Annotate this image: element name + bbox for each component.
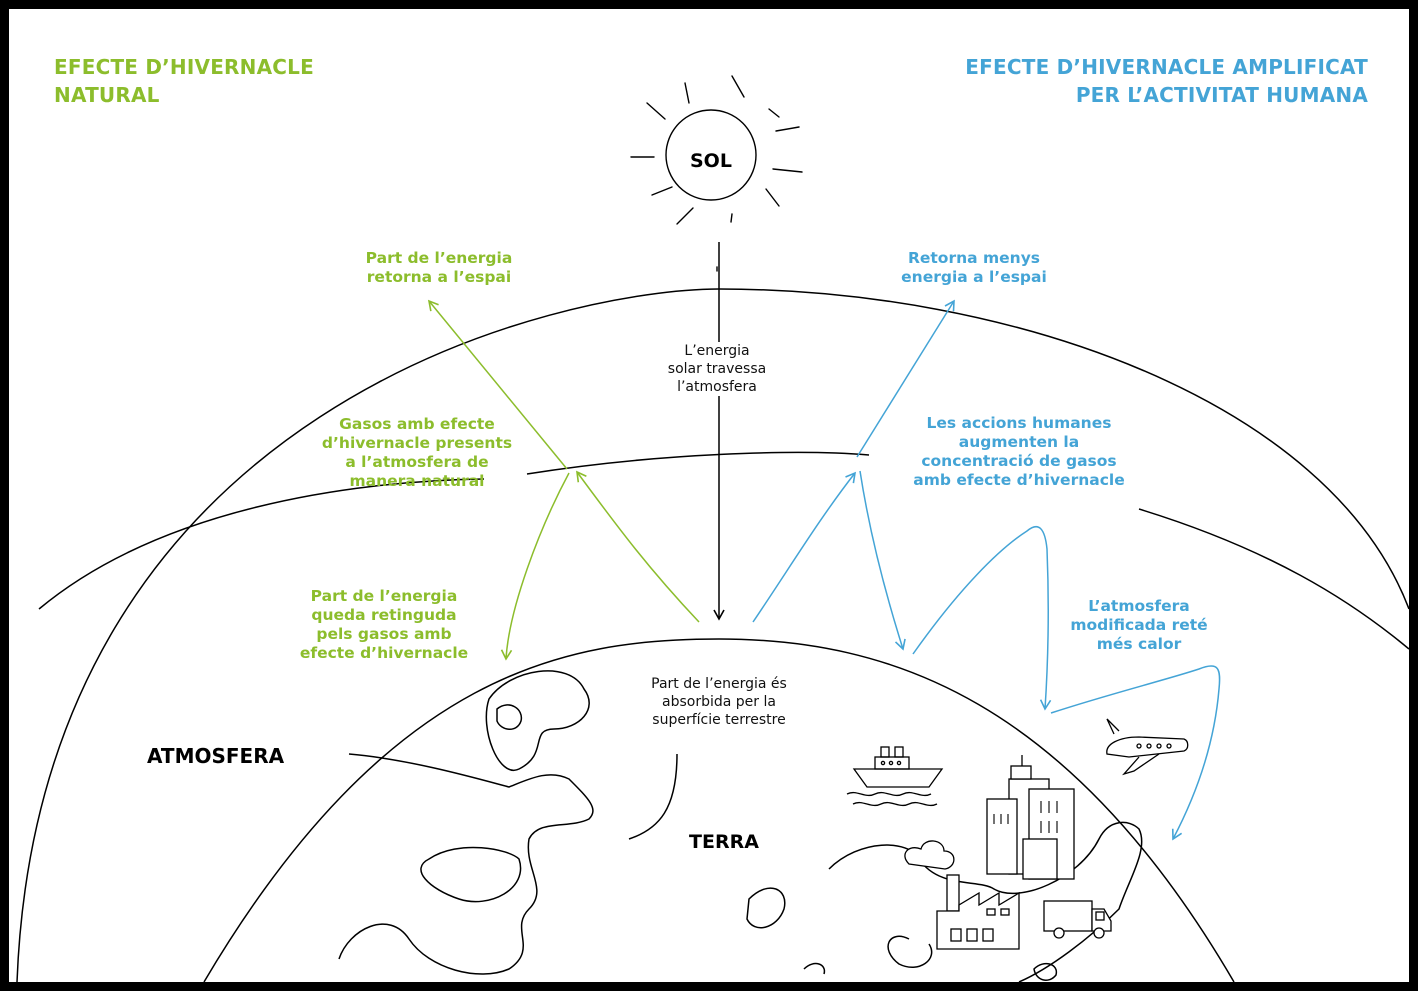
label-earth: TERRA bbox=[689, 831, 759, 853]
label-natural-gases: Gasos amb efecte d’hivernacle presents a… bbox=[297, 415, 537, 491]
blue-arrow-bounce-2 bbox=[1050, 665, 1221, 841]
title-amplified-line2: PER L’ACTIVITAT HUMANA bbox=[1075, 83, 1368, 107]
atmosphere-outer-arc bbox=[16, 288, 1409, 982]
green-arrow-to-space bbox=[427, 299, 568, 470]
island-left-lower bbox=[746, 887, 786, 929]
green-arrow-back-down bbox=[500, 472, 570, 661]
title-natural-line1: EFECTE D’HIVERNACLE bbox=[54, 55, 314, 79]
label-absorbed-line3: superfície terrestre bbox=[652, 712, 786, 728]
label-solar-line2: solar travessa bbox=[667, 361, 767, 377]
continent-peninsula bbox=[485, 670, 590, 772]
title-natural: EFECTE D’HIVERNACLE NATURAL bbox=[54, 53, 314, 109]
label-solar-energy: L’energia solar travessa l’atmosfera bbox=[657, 342, 777, 396]
label-modified-line1: L’atmosfera bbox=[1088, 597, 1190, 615]
green-arrow-up bbox=[576, 470, 700, 623]
label-retained-line3: pels gasos amb bbox=[316, 625, 452, 643]
label-gases-line4: manera natural bbox=[349, 472, 485, 490]
label-returns-to-space: Part de l’energia retorna a l’espai bbox=[339, 249, 539, 287]
label-human-line1: Les accions humanes bbox=[926, 414, 1112, 432]
label-human-line3: concentració de gasos bbox=[921, 452, 1117, 470]
label-gases-line3: a l’atmosfera de bbox=[345, 453, 489, 471]
island-bottom bbox=[1033, 962, 1058, 981]
airplane-icon bbox=[1106, 718, 1189, 776]
connector-line bbox=[628, 753, 678, 840]
label-retained-line1: Part de l’energia bbox=[310, 587, 458, 605]
label-returns-line1: Part de l’energia bbox=[365, 249, 513, 267]
truck-icon bbox=[1043, 900, 1112, 939]
label-less-line2: energia a l’espai bbox=[901, 268, 1047, 286]
buildings-icon bbox=[986, 755, 1075, 880]
gas-layer-left bbox=[38, 478, 485, 610]
gas-layer-center bbox=[526, 451, 870, 475]
blue-arrow-to-space bbox=[856, 299, 955, 458]
label-human-actions: Les accions humanes augmenten la concent… bbox=[894, 414, 1144, 490]
label-atmosphere: ATMOSFERA bbox=[147, 744, 285, 768]
label-retained-line4: efecte d’hivernacle bbox=[299, 644, 469, 662]
factory-icon bbox=[904, 840, 1020, 950]
label-gases-line1: Gasos amb efecte bbox=[339, 415, 495, 433]
island-mid-small bbox=[803, 962, 826, 975]
blue-arrow-bounce-1 bbox=[912, 526, 1052, 711]
label-returns-line2: retorna a l’espai bbox=[366, 268, 512, 286]
island-small bbox=[496, 704, 523, 730]
label-absorbed-line2: absorbida per la bbox=[662, 694, 776, 710]
label-retained-line2: queda retinguda bbox=[311, 606, 457, 624]
label-absorbed-line1: Part de l’energia és bbox=[651, 676, 787, 692]
label-less-energy: Retorna menys energia a l’espai bbox=[884, 249, 1064, 287]
label-solar-line1: L’energia bbox=[684, 343, 750, 359]
sun-icon bbox=[630, 75, 803, 272]
title-natural-line2: NATURAL bbox=[54, 83, 160, 107]
label-retained-energy: Part de l’energia queda retinguda pels g… bbox=[279, 587, 489, 663]
greenhouse-diagram bbox=[16, 75, 1409, 982]
label-solar-line3: l’atmosfera bbox=[677, 379, 757, 395]
label-modified-line2: modificada reté bbox=[1070, 616, 1208, 634]
title-amplified: EFECTE D’HIVERNACLE AMPLIFICAT PER L’ACT… bbox=[965, 53, 1368, 109]
ship-icon bbox=[846, 746, 944, 807]
title-amplified-line1: EFECTE D’HIVERNACLE AMPLIFICAT bbox=[965, 55, 1368, 79]
sun-label: SOL bbox=[690, 150, 732, 172]
earth-surface-arc bbox=[203, 638, 1235, 982]
continent-main bbox=[338, 753, 594, 975]
gas-layer-right bbox=[1138, 508, 1409, 650]
label-modified-atmosphere: L’atmosfera modificada reté més calor bbox=[1059, 597, 1219, 654]
label-modified-line3: més calor bbox=[1096, 635, 1182, 653]
label-gases-line2: d’hivernacle presents bbox=[321, 434, 513, 452]
label-absorbed-energy: Part de l’energia és absorbida per la su… bbox=[629, 675, 809, 729]
label-human-line4: amb efecte d’hivernacle bbox=[913, 471, 1125, 489]
blue-arrow-up-layer bbox=[752, 471, 857, 623]
label-human-line2: augmenten la bbox=[958, 433, 1080, 451]
blue-arrow-down-1 bbox=[859, 470, 906, 651]
label-less-line1: Retorna menys bbox=[907, 249, 1041, 267]
